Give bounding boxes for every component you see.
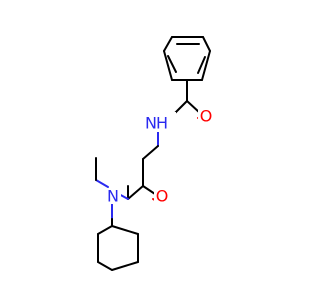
molecule-canvas: N H O N O [95, 36, 214, 271]
benzene-bond-3 [202, 36, 211, 52]
bottom-carbonyl-oxygen-label: O [156, 187, 169, 206]
top-amide-hydrogen-label: H [156, 114, 168, 133]
benzene-bond-4 [201, 50, 211, 81]
bottom-carbonyl-oxygen-label-bg [154, 188, 170, 204]
top-amide-label-bg [156, 112, 176, 132]
top-amide-nitrogen-label: N [145, 114, 157, 133]
top-carbonyl-oxygen-label-bg [198, 108, 214, 124]
bottom-amide-nitrogen-label: N [107, 187, 119, 206]
chain-bond-3 [127, 185, 144, 200]
benzene-inner-double-3 [197, 56, 206, 74]
benzene-bond-1 [163, 36, 173, 52]
carbonyl-bond-top-1 [186, 100, 201, 114]
benzene-inner-double-2 [167, 55, 177, 73]
chain-to-carbonyl-lower [142, 185, 156, 195]
n-to-ethyl [95, 179, 109, 188]
benzene-bond-6 [163, 50, 173, 81]
bottom-amide-nitrogen-label-bg [105, 188, 121, 204]
molecule-structure: N H O N O [95, 36, 214, 271]
amide-carbon-to-n-top [174, 100, 188, 114]
cyclohexane-bond-1 [97, 225, 113, 235]
cyclohexane-bond-6 [111, 225, 139, 235]
chain-bond-1 [142, 145, 159, 160]
cyclohexane-bond-3 [97, 261, 113, 271]
top-carbonyl-oxygen-label: O [200, 107, 213, 126]
cyclohexane-bond-4 [111, 261, 139, 271]
